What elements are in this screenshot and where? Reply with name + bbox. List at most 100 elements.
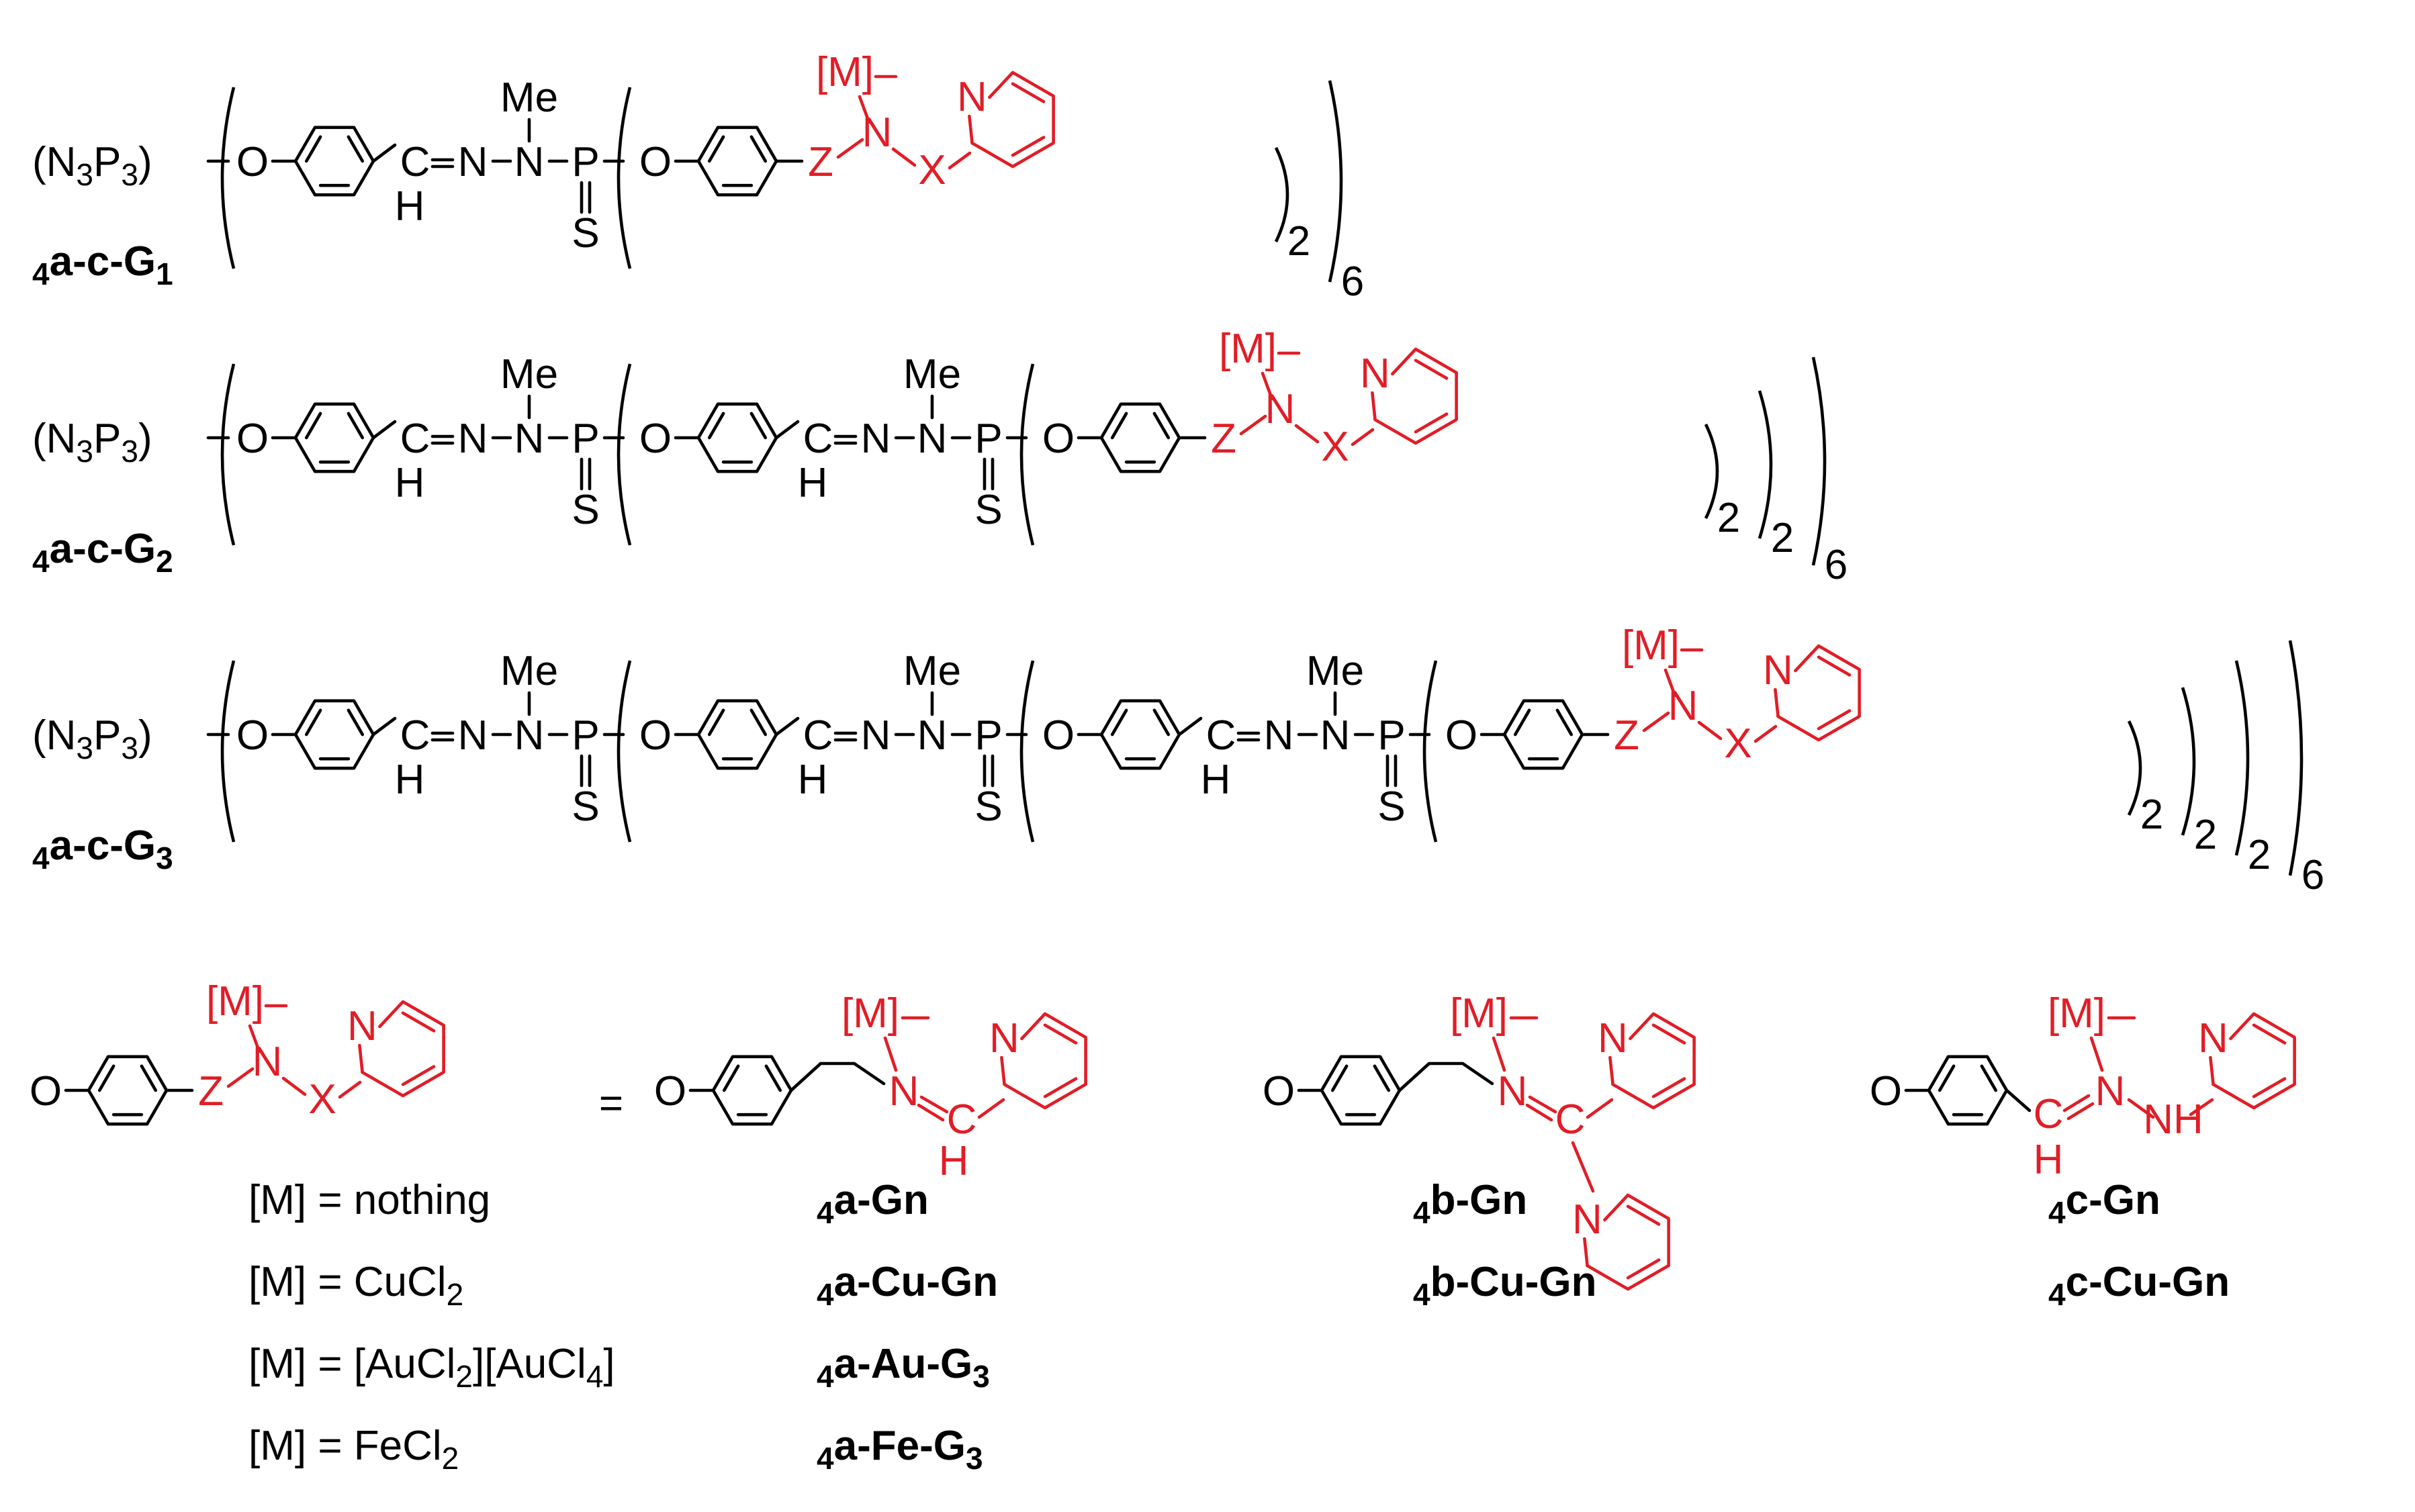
metal-label: [M] bbox=[1450, 990, 1508, 1037]
bond bbox=[1177, 716, 1203, 737]
carbon-label: C bbox=[2034, 1091, 2064, 1137]
hydrogen-label: H bbox=[939, 1138, 969, 1184]
nitrogen-label: N bbox=[458, 139, 488, 185]
hydrogen-label: H bbox=[798, 460, 828, 506]
aromatic-bond bbox=[1938, 1064, 1956, 1092]
aromatic-bond bbox=[1817, 709, 1852, 730]
sulfur-label: S bbox=[1377, 784, 1405, 830]
compound-label-g1: 4a-c-G1 bbox=[32, 238, 173, 291]
pyridine-nitrogen: N bbox=[1598, 1015, 1628, 1061]
multiplicity-subscript: 2 bbox=[1287, 218, 1310, 265]
phosphorus-label: P bbox=[974, 712, 1002, 759]
multiplicity-subscript: 2 bbox=[1771, 515, 1794, 561]
multiplicity-subscript: 2 bbox=[2140, 792, 2163, 838]
aromatic-bond bbox=[1152, 412, 1171, 440]
imine-nitrogen: N bbox=[1498, 1068, 1528, 1115]
left-parenthesis bbox=[220, 87, 236, 269]
compound-label-4b: 4b-Gn bbox=[1413, 1177, 1527, 1230]
bond bbox=[1571, 1141, 1595, 1193]
bond bbox=[2005, 1088, 2032, 1113]
oxygen-label: O bbox=[1042, 712, 1075, 759]
x-linker-label: X bbox=[308, 1076, 336, 1123]
right-parenthesis bbox=[1328, 80, 1343, 283]
compound-label-4c-cu: 4c-Cu-Gn bbox=[2048, 1259, 2230, 1312]
hydrogen-label: H bbox=[395, 460, 425, 506]
nitrogen-label: N bbox=[1320, 712, 1351, 759]
carbon-label: C bbox=[400, 712, 430, 759]
benzene-ring bbox=[1099, 402, 1181, 473]
bond bbox=[1261, 371, 1274, 401]
imine-nitrogen: N bbox=[2095, 1068, 2126, 1115]
aromatic-bond bbox=[1513, 708, 1531, 737]
bond bbox=[1492, 1036, 1506, 1072]
sulfur-label: S bbox=[572, 487, 599, 533]
aromatic-bond bbox=[749, 135, 768, 163]
oxygen-label: O bbox=[639, 139, 672, 185]
bond bbox=[774, 420, 800, 440]
x-linker-label: X bbox=[918, 147, 946, 193]
benzene-ring bbox=[1502, 699, 1584, 770]
bond bbox=[1586, 1098, 1614, 1119]
aromatic-bond bbox=[1626, 1258, 1661, 1280]
aromatic-bond bbox=[304, 412, 322, 440]
benzene-ring bbox=[1320, 1055, 1402, 1126]
oxygen-label: O bbox=[639, 712, 672, 759]
z-linker-label: Z bbox=[1614, 712, 1639, 759]
imine-nitrogen: N bbox=[889, 1068, 919, 1115]
aromatic-bond bbox=[1043, 1023, 1078, 1045]
amine-label: NH bbox=[2143, 1096, 2203, 1143]
multiplicity-subscript: 6 bbox=[2302, 852, 2324, 898]
benzene-ring bbox=[87, 1055, 169, 1126]
bond bbox=[1642, 711, 1670, 733]
sulfur-label: S bbox=[974, 487, 1002, 533]
nitrogen-label: N bbox=[861, 712, 891, 759]
aromatic-bond bbox=[304, 135, 322, 163]
benzene-ring bbox=[696, 126, 778, 197]
bond bbox=[226, 1067, 255, 1088]
methyl-label: Me bbox=[1306, 648, 1364, 694]
aromatic-bond bbox=[764, 1064, 782, 1092]
hydrogen-label: H bbox=[2034, 1137, 2064, 1183]
oxygen-label: O bbox=[236, 139, 269, 185]
carbon-label: C bbox=[1206, 712, 1236, 759]
left-parenthesis bbox=[617, 363, 632, 546]
pyridine-ring bbox=[1583, 1193, 1670, 1291]
bond bbox=[2062, 1094, 2091, 1113]
bond bbox=[2189, 1098, 2214, 1117]
aromatic-bond bbox=[749, 708, 768, 737]
left-parenthesis bbox=[617, 660, 632, 843]
hydrogen-label: H bbox=[798, 757, 828, 803]
methyl-label: Me bbox=[500, 648, 558, 694]
bond bbox=[371, 420, 397, 440]
pyridine-ring bbox=[1000, 1012, 1087, 1110]
nitrogen-label: N bbox=[861, 416, 891, 462]
pyridine-nitrogen: N bbox=[1572, 1196, 1602, 1243]
aromatic-bond bbox=[2252, 1077, 2287, 1098]
benzene-ring bbox=[1099, 699, 1181, 770]
bond bbox=[2089, 1036, 2104, 1072]
aromatic-bond bbox=[1152, 708, 1171, 737]
oxygen-label: O bbox=[1445, 712, 1477, 759]
nitrogen-label: N bbox=[458, 416, 488, 462]
bond bbox=[371, 143, 397, 163]
benzene-ring bbox=[696, 402, 778, 473]
carbon-label: C bbox=[803, 416, 833, 462]
pyridine-nitrogen: N bbox=[1763, 647, 1793, 694]
methyl-label: Me bbox=[500, 75, 558, 121]
aromatic-bond bbox=[347, 135, 365, 163]
bond bbox=[883, 1036, 898, 1072]
aromatic-bond bbox=[401, 1011, 436, 1033]
nitrogen-label: N bbox=[917, 416, 948, 462]
pyridine-ring bbox=[2209, 1012, 2296, 1110]
right-parenthesis bbox=[1811, 357, 1827, 566]
benzene-ring bbox=[696, 699, 778, 770]
aromatic-bond bbox=[401, 1065, 436, 1086]
sulfur-label: S bbox=[572, 210, 599, 256]
aromatic-bond bbox=[140, 1064, 158, 1092]
aromatic-bond bbox=[707, 708, 725, 737]
aromatic-bond bbox=[347, 708, 365, 737]
